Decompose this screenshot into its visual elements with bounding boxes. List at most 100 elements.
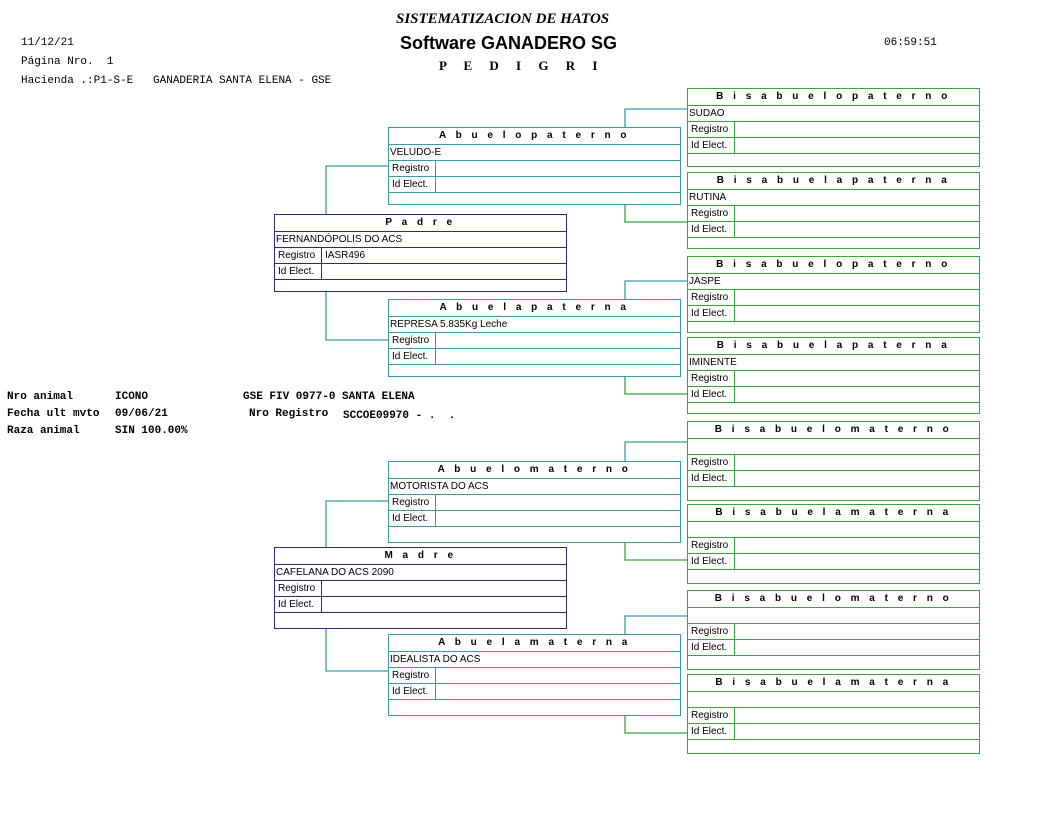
abuela-materna-name: IDEALISTA DO ACS <box>389 652 680 668</box>
id-elect-label: Id Elect. <box>275 264 322 279</box>
bisabuelo-name <box>688 608 979 624</box>
bisabuelo-id-elect <box>735 222 738 237</box>
bisabuelo-card-7: B i s a b u e l o m a t e r n o Registro… <box>687 590 980 670</box>
abuela-paterna-name: REPRESA 5.835Kg Leche <box>389 317 680 333</box>
fecha-label: Fecha ult mvto <box>7 408 100 420</box>
bisabuelo-id-elect <box>735 724 738 739</box>
raza-value: SIN 100.00% <box>115 425 188 437</box>
madre-title: M a d r e <box>275 548 566 565</box>
abuela-paterna-id-elect <box>436 349 439 364</box>
abuelo-materno-title: A b u e l o m a t e r n o <box>389 462 680 479</box>
bisabuelo-title: B i s a b u e l o m a t e r n o <box>688 591 979 608</box>
id-elect-label: Id Elect. <box>688 724 735 739</box>
abuelo-paterno-registro <box>436 161 439 176</box>
abuela-paterna-title: A b u e l a p a t e r n a <box>389 300 680 317</box>
org-title: SISTEMATIZACION DE HATOS <box>396 11 610 27</box>
bisabuelo-title: B i s a b u e l a p a t e r n a <box>688 173 979 190</box>
connector-gp1-ggp2 <box>624 204 687 223</box>
id-elect-label: Id Elect. <box>688 471 735 486</box>
nro-animal-label: Nro animal <box>7 391 74 403</box>
bisabuelo-card-8: B i s a b u e l a m a t e r n a Registro… <box>687 674 980 754</box>
madre-registro <box>322 581 325 596</box>
bisabuelo-title: B i s a b u e l a m a t e r n a <box>688 505 979 522</box>
connector-gp3-ggp6 <box>624 542 687 561</box>
nro-animal-value: ICONO <box>115 391 149 403</box>
connector-gp4-ggp7 <box>624 615 687 635</box>
abuela-materna-card: A b u e l a m a t e r n a IDEALISTA DO A… <box>388 634 681 716</box>
bisabuelo-registro <box>735 624 738 639</box>
padre-name: FERNANDÓPOLIS DO ACS <box>275 232 566 248</box>
id-elect-label: Id Elect. <box>688 387 735 402</box>
abuelo-materno-card: A b u e l o m a t e r n o MOTORISTA DO A… <box>388 461 681 543</box>
connector-gp3-ggp5 <box>624 441 687 462</box>
madre-name: CAFELANA DO ACS 2090 <box>275 565 566 581</box>
registro-label: Registro <box>688 371 735 386</box>
connector-madre-abuela <box>325 628 388 672</box>
fecha-value: 09/06/21 <box>115 408 168 420</box>
registro-label: Registro <box>688 206 735 221</box>
id-elect-label: Id Elect. <box>389 684 436 699</box>
registro-label: Registro <box>389 668 436 683</box>
abuela-materna-title: A b u e l a m a t e r n a <box>389 635 680 652</box>
bisabuelo-id-elect <box>735 387 738 402</box>
id-elect-label: Id Elect. <box>688 222 735 237</box>
registro-label: Registro <box>688 624 735 639</box>
bisabuelo-name: SUDAO <box>688 106 979 122</box>
id-elect-label: Id Elect. <box>688 640 735 655</box>
registro-label: Registro <box>275 248 322 263</box>
abuela-paterna-card: A b u e l a p a t e r n a REPRESA 5.835K… <box>388 299 681 377</box>
bisabuelo-card-2: B i s a b u e l a p a t e r n a RUTINA R… <box>687 172 980 249</box>
connector-gp4-ggp8 <box>624 715 687 734</box>
padre-registro: IASR496 <box>325 250 366 261</box>
id-elect-label: Id Elect. <box>275 597 322 612</box>
bisabuelo-name: IMINENTE <box>688 355 979 371</box>
app-title: Software GANADERO SG <box>400 33 618 53</box>
bisabuelo-id-elect <box>735 640 738 655</box>
madre-card: M a d r e CAFELANA DO ACS 2090 Registro … <box>274 547 567 629</box>
nro-registro-value: SCCOE09970 - . . <box>343 410 456 422</box>
bisabuelo-name: RUTINA <box>688 190 979 206</box>
registro-label: Registro <box>688 455 735 470</box>
bisabuelo-registro <box>735 455 738 470</box>
abuelo-materno-name: MOTORISTA DO ACS <box>389 479 680 495</box>
fiv-text: GSE FIV 0977-0 SANTA ELENA <box>243 391 415 403</box>
bisabuelo-registro <box>735 371 738 386</box>
registro-label: Registro <box>389 495 436 510</box>
abuela-paterna-registro <box>436 333 439 348</box>
id-elect-label: Id Elect. <box>688 554 735 569</box>
bisabuelo-title: B i s a b u e l a m a t e r n a <box>688 675 979 692</box>
id-elect-label: Id Elect. <box>389 177 436 192</box>
madre-id-elect <box>322 597 325 612</box>
page-number: Página Nro. 1 <box>21 56 114 68</box>
registro-label: Registro <box>389 333 436 348</box>
bisabuelo-name <box>688 522 979 538</box>
id-elect-label: Id Elect. <box>688 306 735 321</box>
id-elect-label: Id Elect. <box>688 138 735 153</box>
report-title: P E D I G R I <box>439 58 605 73</box>
bisabuelo-id-elect <box>735 471 738 486</box>
bisabuelo-registro <box>735 122 738 137</box>
bisabuelo-title: B i s a b u e l o m a t e r n o <box>688 422 979 439</box>
bisabuelo-card-3: B i s a b u e l o p a t e r n o JASPE Re… <box>687 256 980 333</box>
bisabuelo-registro <box>735 538 738 553</box>
connector-madre-abuelo <box>325 500 388 548</box>
bisabuelo-card-4: B i s a b u e l a p a t e r n a IMINENTE… <box>687 337 980 414</box>
farm-info: Hacienda .:P1-S-E GANADERIA SANTA ELENA … <box>21 75 332 87</box>
padre-title: P a d r e <box>275 215 566 232</box>
abuela-materna-registro <box>436 668 439 683</box>
connector-padre-abuela <box>325 291 388 341</box>
abuelo-paterno-card: A b u e l o p a t e r n o VELUDO-E Regis… <box>388 127 681 205</box>
abuelo-paterno-name: VELUDO-E <box>389 145 680 161</box>
bisabuelo-id-elect <box>735 306 738 321</box>
bisabuelo-card-6: B i s a b u e l a m a t e r n a Registro… <box>687 504 980 584</box>
id-elect-label: Id Elect. <box>389 349 436 364</box>
bisabuelo-name: JASPE <box>688 274 979 290</box>
connector-padre-abuelo <box>325 165 388 215</box>
bisabuelo-title: B i s a b u e l o p a t e r n o <box>688 257 979 274</box>
bisabuelo-title: B i s a b u e l a p a t e r n a <box>688 338 979 355</box>
registro-label: Registro <box>389 161 436 176</box>
bisabuelo-id-elect <box>735 554 738 569</box>
abuelo-materno-registro <box>436 495 439 510</box>
